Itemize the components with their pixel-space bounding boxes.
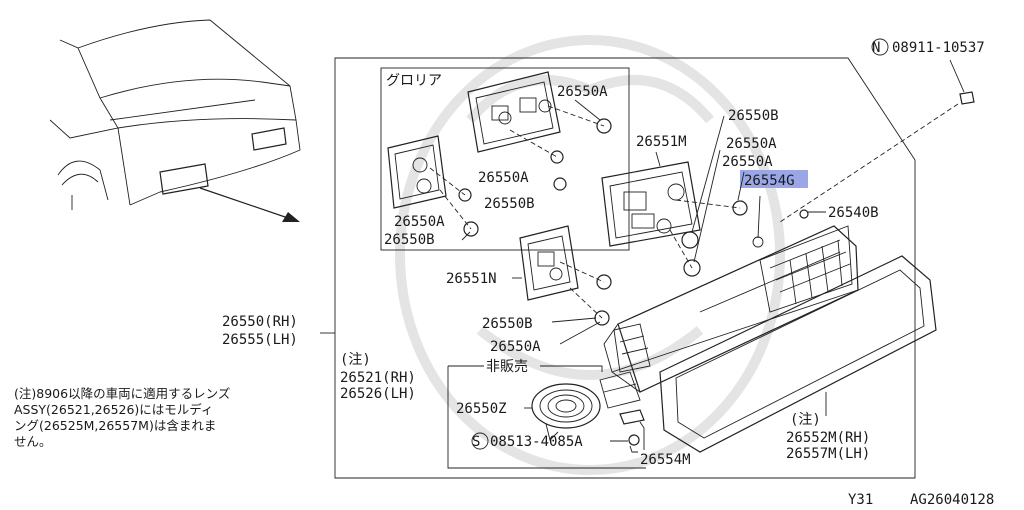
gloria-socket-large: [467, 71, 561, 153]
label-26551M: 26551M: [636, 134, 687, 150]
catalog-code-right: AG26040128: [910, 492, 994, 508]
label-26550B-2: 26550B: [384, 232, 435, 248]
lamp-housing: [599, 225, 859, 409]
gloria-subgroup-box: [380, 67, 630, 251]
assembly-lh-label: 26555(LH): [222, 332, 298, 348]
main-frame: [334, 57, 916, 479]
lens-molding: [659, 255, 937, 453]
molding-note-mark: (注): [790, 412, 821, 428]
screw-prefix: S: [472, 434, 480, 450]
highlight-26554G: [740, 170, 808, 188]
clip-part: [959, 91, 975, 105]
lens-note-mark: (注): [340, 352, 371, 368]
direction-arrow: [199, 187, 300, 222]
label-26550B-1: 26550B: [484, 196, 535, 212]
molding-rh-label: 26552M(RH): [786, 430, 870, 446]
gloria-bulbs: [458, 118, 612, 237]
label-26550A-4: 26550A: [726, 136, 777, 152]
label-26554G: 26554G: [744, 173, 795, 189]
label-26550Z: 26550Z: [456, 401, 507, 417]
lens-lh-label: 26526(LH): [340, 386, 416, 402]
bracket-26554M: [619, 409, 645, 453]
label-08513-4085A: 08513-4085A: [490, 434, 583, 450]
gloria-title: グロリア: [386, 73, 442, 89]
label-08911-10537: 08911-10537: [892, 40, 985, 56]
socket-26550Z: [531, 383, 601, 441]
car-illustration: [49, 19, 301, 210]
clip-prefix: N: [872, 40, 880, 56]
label-26550A-1: 26550A: [557, 84, 608, 100]
label-26550B-4: 26550B: [482, 316, 533, 332]
label-26550A-3: 26550A: [394, 214, 445, 230]
bulbs-main: [594, 200, 748, 326]
socket-26551N: [519, 225, 579, 301]
label-26554M: 26554M: [640, 452, 691, 468]
label-26540B: 26540B: [828, 205, 879, 221]
molding-lh-label: 26557M(LH): [786, 446, 870, 462]
assembly-rh-label: 26550(RH): [222, 314, 298, 330]
label-26551N: 26551N: [446, 271, 497, 287]
lens-rh-label: 26521(RH): [340, 370, 416, 386]
footnote: (注)8906以降の車両に適用するレンズ ASSY(26521,26526)には…: [14, 386, 231, 449]
gloria-socket-small: [387, 135, 447, 209]
label-26550A-2: 26550A: [478, 170, 529, 186]
socket-26551M: [601, 161, 701, 247]
label-26550A-5: 26550A: [722, 154, 773, 170]
label-26550B-3: 26550B: [728, 108, 779, 124]
not-for-sale-label: 非販売: [486, 359, 528, 375]
catalog-code-left: Y31: [848, 492, 873, 508]
label-26550A-6: 26550A: [490, 339, 541, 355]
